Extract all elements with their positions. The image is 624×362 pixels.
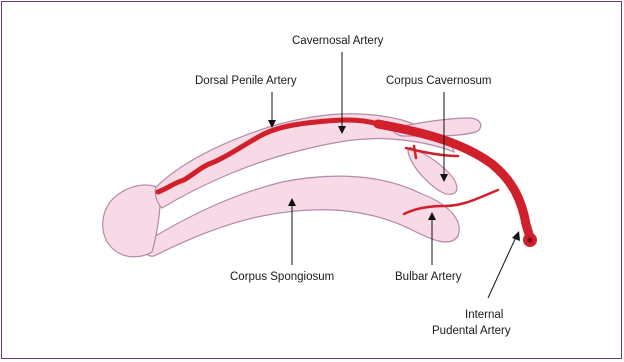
label-dorsal-penile-artery: Dorsal Penile Artery: [195, 75, 297, 87]
label-internal-pudental-line1: Internal: [465, 309, 503, 321]
internal-pudental-arrowhead: [512, 231, 520, 241]
anatomy-diagram: Cavernosal Artery Dorsal Penile Artery C…: [2, 2, 621, 358]
glans-shape: [103, 185, 160, 257]
label-corpus-cavernosum: Corpus Cavernosum: [386, 75, 491, 87]
label-internal-pudental-line2: Pudental Artery: [432, 325, 511, 337]
internal-pudental-artery-lumen: [527, 237, 532, 242]
internal-pudental-pointer: [488, 237, 516, 298]
label-cavernosal-artery: Cavernosal Artery: [292, 35, 384, 47]
label-bulbar-artery: Bulbar Artery: [395, 271, 462, 283]
label-corpus-spongiosum: Corpus Spongiosum: [230, 271, 334, 283]
